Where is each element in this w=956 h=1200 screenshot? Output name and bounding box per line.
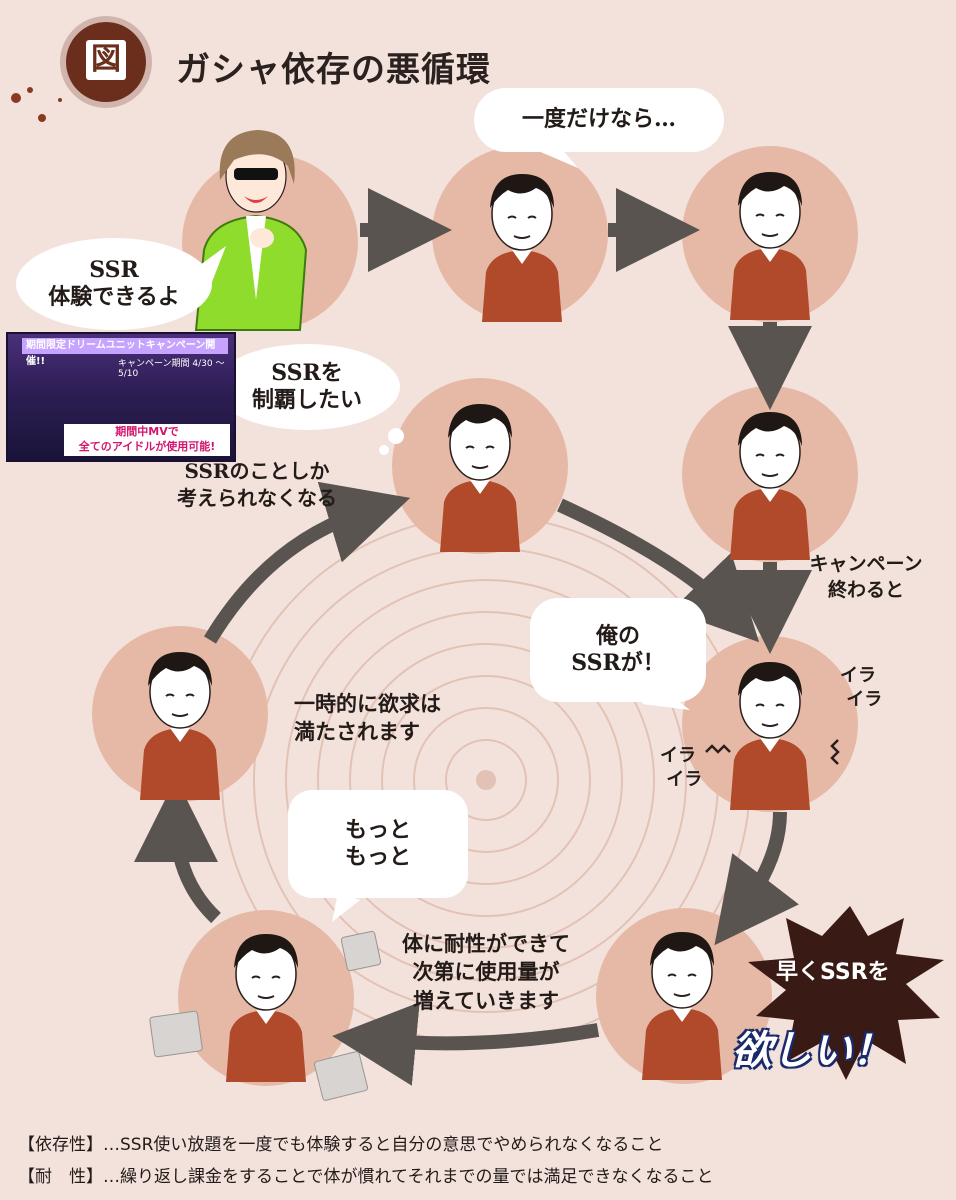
man-figure-8 [439,403,521,552]
banner-heading: 期間限定ドリームユニットキャンペーン開催!! [22,338,228,367]
arrow-loop-5 [203,481,411,644]
label-hoshii: 欲しい！ [732,1028,892,1074]
bubble-ssr-seiha: SSRを制覇したい [214,344,400,430]
man-figure-6 [225,933,307,1082]
squiggle-left [705,744,731,754]
splatter-decoration [11,87,62,122]
thought-dot-2 [379,445,389,455]
banner-period: キャンペーン期間 4/30 ～ 5/10 [118,359,225,379]
man-figure-5 [641,931,723,1080]
arrow-loop-1 [557,498,760,643]
man-figure-2 [729,171,811,320]
thought-dot-1 [388,428,404,444]
squiggle-right [830,739,840,765]
footer-line-2: 【耐 性】…繰り返し課金をすることで体が慣れてそれまでの量では満足できなくなるこ… [18,1167,714,1187]
page-title: ガシャ依存の悪循環 [176,50,491,90]
man-figure-4 [729,661,811,810]
campaign-banner: 期間限定ドリームユニットキャンペーン開催!! キャンペーン期間 4/30 ～ 5… [6,332,236,462]
man-figure-7 [139,651,221,800]
footer-line-1: 【依存性】…SSR使い放題を一度でも体験すると自分の意思でやめられなくなること [18,1135,664,1155]
girl-figure [194,130,308,331]
label-ira-left: イラ イラ [660,745,703,791]
arrow-loop-4 [134,778,221,924]
label-taisei: 体に耐性ができて次第に使用量が増えていきます [402,932,570,1013]
ticket-icon-3 [313,1051,369,1101]
label-ichijiteki: 一時的に欲求は満たされます [294,692,441,745]
starburst [748,906,944,1080]
bubble-motto: もっともっと [288,790,468,898]
banner-footer: 期間中MVで全てのアイドルが使用可能! [64,424,230,456]
label-campaign: キャンペーン終わると [809,553,923,601]
bubble-tail-motto [332,892,360,922]
label-ssr-nokoto: SSRのことしか考えられなくなる [177,459,337,510]
label-hayaku: 早くSSRを [776,960,890,985]
ticket-icon-2 [149,1010,203,1058]
title-badge-label: 図 [86,40,126,80]
label-ira-right: イラ イラ [840,665,883,711]
ticket-icon-1 [340,930,382,972]
title-badge: 図 [66,22,146,102]
man-figure-1 [481,173,563,322]
arrow-loop-2 [714,811,799,946]
bubble-ichido: 一度だけなら… [474,88,724,152]
man-figure-3 [729,411,811,560]
arrow-loop-3 [332,1002,600,1086]
